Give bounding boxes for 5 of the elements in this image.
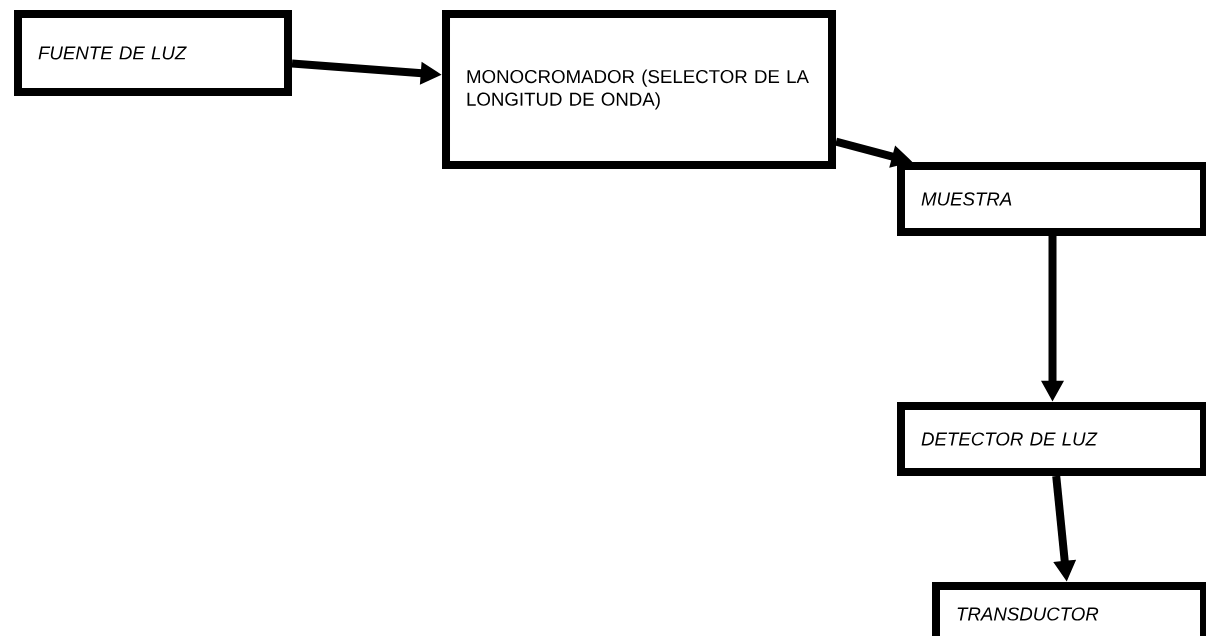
process-box: TRANSDUCTOR [932,582,1206,636]
process-box: MONOCROMADOR (SELECTOR DE LA LONGITUD DE ONDA) [442,10,836,169]
process-box: FUENTE DE LUZ [14,10,292,96]
process-box: DETECTOR DE LUZ [897,402,1206,476]
process-box: MUESTRA [897,162,1206,236]
